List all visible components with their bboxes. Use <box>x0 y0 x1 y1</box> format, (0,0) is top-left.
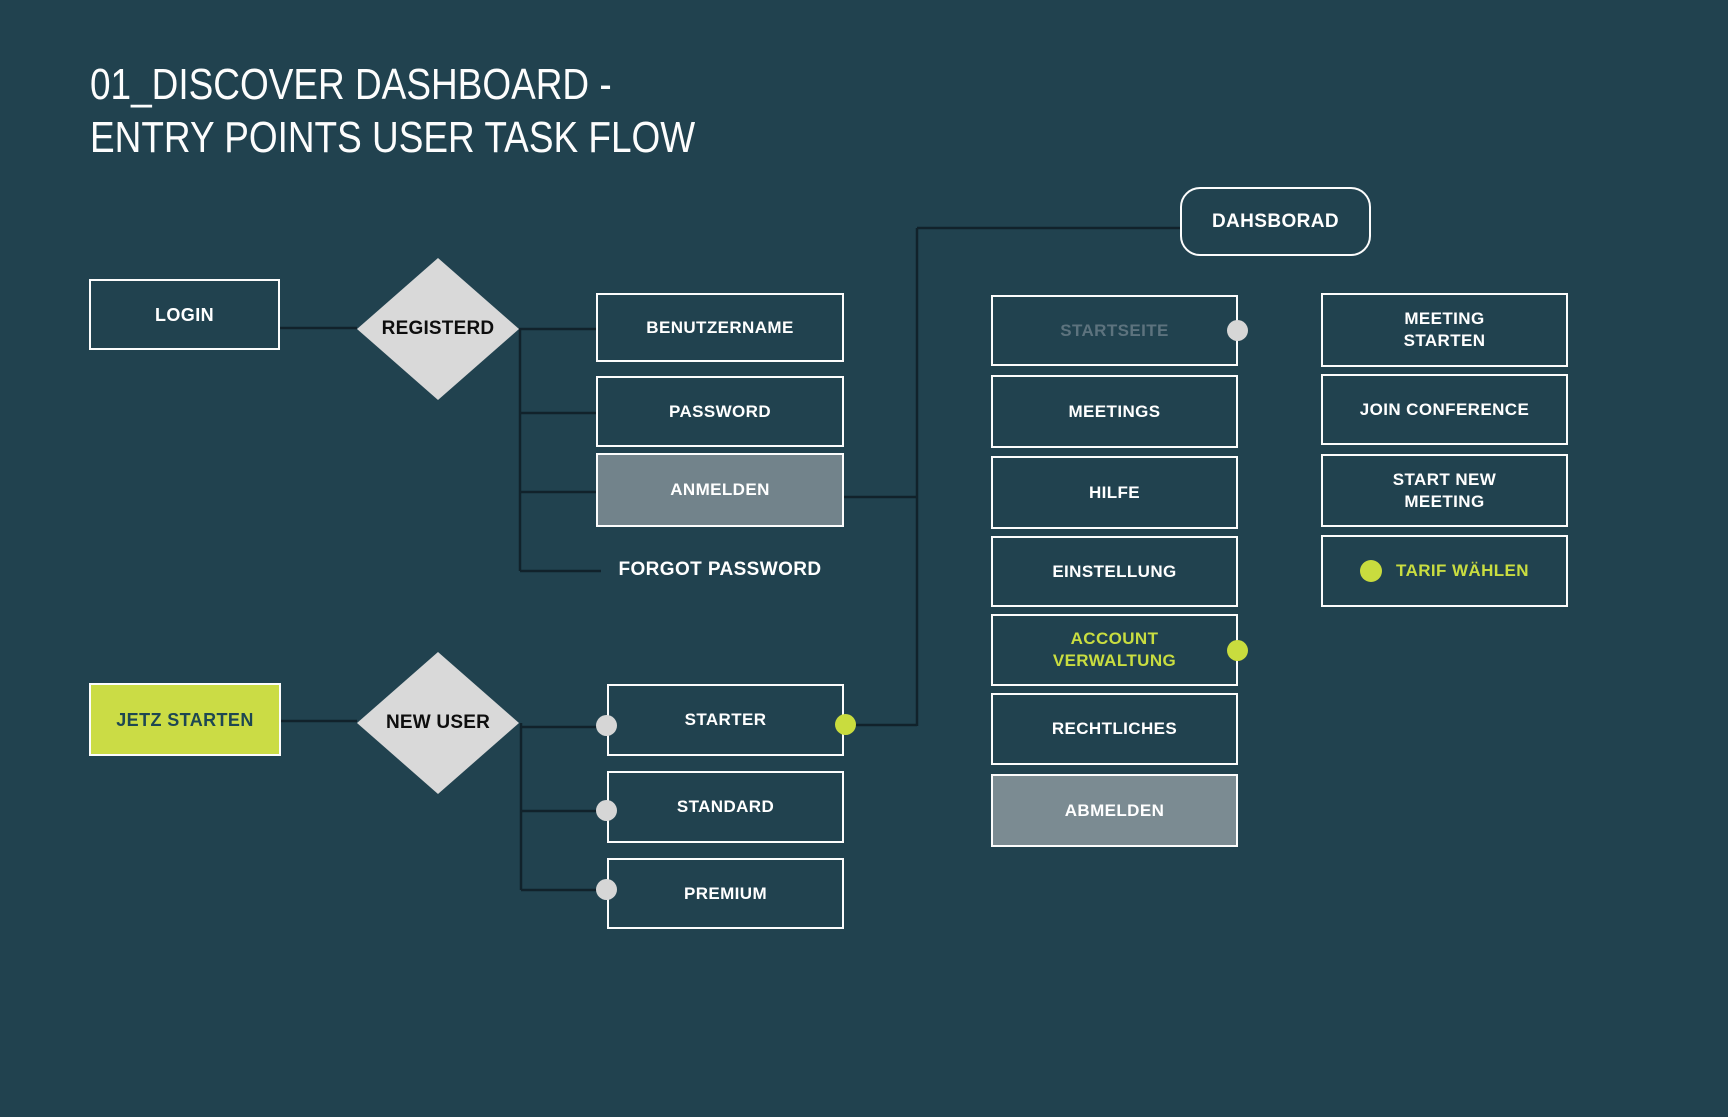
node-dashboard: DAHSBORAD <box>1180 187 1371 256</box>
node-rechtliches: RECHTLICHES <box>991 693 1238 765</box>
node-password: PASSWORD <box>596 376 844 447</box>
node-einstellung-label: EINSTELLUNG <box>1052 561 1177 581</box>
startseite-right-connector-dot-icon <box>1227 320 1248 341</box>
node-benutzername: BENUTZERNAME <box>596 293 844 362</box>
node-start-new-meeting: START NEW MEETING <box>1321 454 1568 527</box>
node-account-verwaltung-label: ACCOUNT VERWALTUNG <box>1052 629 1177 670</box>
node-premium: PREMIUM <box>607 858 844 929</box>
node-abmelden-label: ABMELDEN <box>1064 800 1165 820</box>
node-tarif-waehlen-label: TARIF WÄHLEN <box>1396 561 1529 580</box>
node-rechtliches-label: RECHTLICHES <box>1051 719 1178 738</box>
node-join-conference: JOIN CONFERENCE <box>1321 374 1568 445</box>
node-hilfe: HILFE <box>991 456 1238 529</box>
page-title-line1: 01_DISCOVER DASHBOARD - <box>90 60 612 109</box>
node-login: LOGIN <box>89 279 280 350</box>
page-title: 01_DISCOVER DASHBOARD -ENTRY POINTS USER… <box>90 58 695 164</box>
tarif-waehlen-dot-icon <box>1360 560 1383 582</box>
node-meeting-starten: MEETING STARTEN <box>1321 293 1568 367</box>
node-startseite-label: STARTSEITE <box>1060 320 1169 340</box>
node-forgot-password-label: FORGOT PASSWORD <box>618 559 822 580</box>
decision-new-user-label: NEW USER <box>386 712 490 733</box>
page-title-line2: ENTRY POINTS USER TASK FLOW <box>90 113 696 162</box>
node-jetz-starten-label: JETZ STARTEN <box>116 709 254 730</box>
node-anmelden: ANMELDEN <box>596 453 844 527</box>
standard-left-connector-dot-icon <box>596 800 617 821</box>
node-password-label: PASSWORD <box>668 401 772 421</box>
node-abmelden: ABMELDEN <box>991 774 1238 847</box>
starter-left-connector-dot-icon <box>596 715 617 736</box>
starter-right-connector-dot-icon <box>835 714 856 735</box>
node-meetings: MEETINGS <box>991 375 1238 448</box>
node-standard: STANDARD <box>607 771 844 843</box>
decision-registered-label: REGISTERD <box>381 318 495 339</box>
node-benutzername-label: BENUTZERNAME <box>646 317 794 337</box>
premium-left-connector-dot-icon <box>596 879 617 900</box>
node-starter: STARTER <box>607 684 844 756</box>
node-dashboard-label: DAHSBORAD <box>1211 210 1340 232</box>
node-account-verwaltung: ACCOUNT VERWALTUNG <box>991 614 1238 686</box>
node-jetz-starten: JETZ STARTEN <box>89 683 281 756</box>
node-tarif-waehlen: TARIF WÄHLEN <box>1321 535 1568 607</box>
node-start-new-meeting-label: START NEW MEETING <box>1392 469 1497 511</box>
node-einstellung: EINSTELLUNG <box>991 536 1238 607</box>
node-standard-label: STANDARD <box>676 797 775 816</box>
node-startseite: STARTSEITE <box>991 295 1238 366</box>
node-meeting-starten-label: MEETING STARTEN <box>1403 309 1486 350</box>
node-meetings-label: MEETINGS <box>1068 401 1161 421</box>
node-forgot-password: FORGOT PASSWORD <box>596 556 844 584</box>
node-login-label: LOGIN <box>155 304 214 325</box>
node-hilfe-label: HILFE <box>1088 482 1141 502</box>
node-anmelden-label: ANMELDEN <box>670 480 770 499</box>
account-verwaltung-right-connector-dot-icon <box>1227 640 1248 661</box>
node-premium-label: PREMIUM <box>683 883 768 903</box>
node-join-conference-label: JOIN CONFERENCE <box>1359 399 1530 419</box>
node-starter-label: STARTER <box>684 710 767 729</box>
